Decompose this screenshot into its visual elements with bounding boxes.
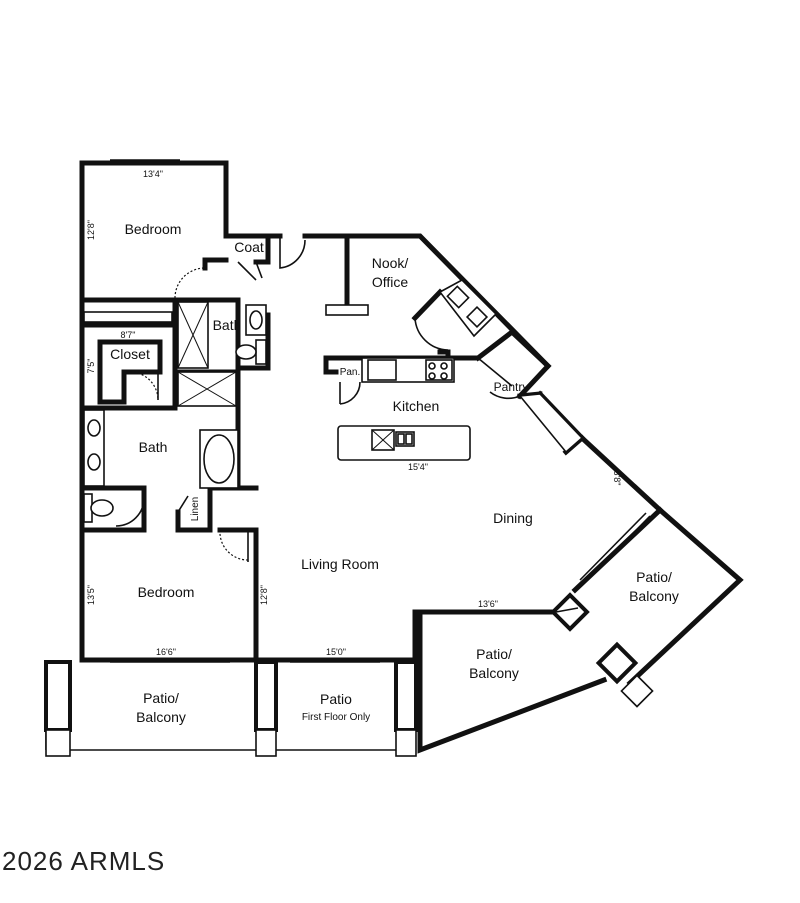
dimension-labels: 13'4" 12'8" 8'7" 7'5" 15'4" 8'8" 13'6" 1… (86, 169, 622, 657)
room-label-closet: Closet (110, 346, 150, 362)
room-label-pan: Pan. (340, 367, 361, 378)
dimension-closet-depth: 7'5" (86, 359, 96, 374)
room-label-patio-center-line2: Balcony (469, 665, 519, 681)
fixtures (44, 159, 654, 757)
room-label-patio-center-line1: Patio/ (476, 646, 512, 662)
room-label-bedroom-1: Bedroom (125, 221, 182, 237)
room-label-pantry: Pantry (494, 380, 529, 394)
room-label-bedroom-2: Bedroom (138, 584, 195, 600)
copyright-watermark: 2026 ARMLS (2, 846, 166, 876)
dimension-patio-center-width: 13'6" (478, 599, 498, 609)
room-label-linen: Linen (190, 497, 201, 521)
room-label-patio-right-line2: Balcony (629, 588, 679, 604)
room-labels: Bedroom Coat Nook/ Office Bath Closet Pa… (110, 221, 679, 725)
dimension-bedroom-2-depth: 13'5" (86, 585, 96, 605)
room-label-bath-2: Bath (139, 439, 168, 455)
dimension-closet-width: 8'7" (121, 330, 136, 340)
room-label-patio-left-line1: Patio/ (143, 690, 179, 706)
walls (79, 160, 744, 754)
dimension-bedroom-1-width: 13'4" (143, 169, 163, 179)
dimension-bedroom-2-width: 16'6" (156, 647, 176, 657)
room-label-dining: Dining (493, 510, 533, 526)
room-label-nook-line1: Nook/ (372, 255, 409, 271)
room-label-coat: Coat (234, 239, 264, 255)
room-label-living-room: Living Room (301, 556, 379, 572)
dimension-living-width: 15'0" (326, 647, 346, 657)
dimension-dining-depth: 8'8" (612, 471, 622, 486)
room-label-patio-left-line2: Balcony (136, 709, 186, 725)
dimension-living-depth: 12'8" (259, 585, 269, 605)
room-label-kitchen: Kitchen (393, 398, 440, 414)
room-label-nook-line2: Office (372, 274, 409, 290)
dimension-bedroom-1-depth: 12'8" (86, 220, 96, 240)
dimension-kitchen-width: 15'4" (408, 462, 428, 472)
room-label-patio-first-line1: Patio (320, 691, 352, 707)
room-label-patio-right-line1: Patio/ (636, 569, 672, 585)
room-label-patio-first-line2: First Floor Only (302, 712, 370, 723)
room-label-bath-1: Bath (213, 317, 242, 333)
